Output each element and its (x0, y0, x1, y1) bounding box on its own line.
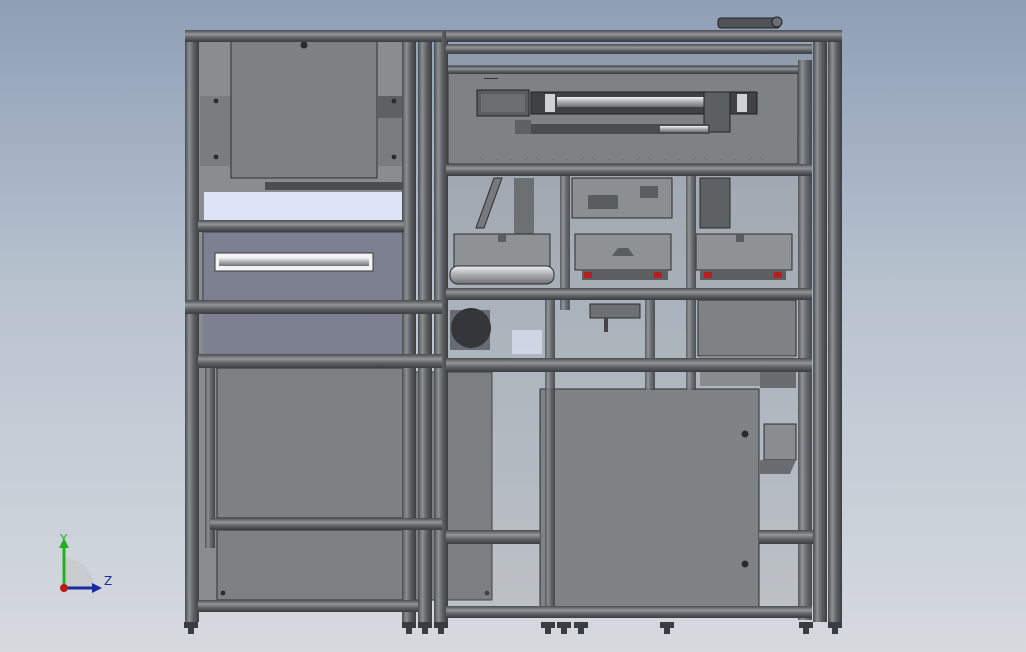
z-axis-label: Z (104, 574, 113, 588)
top-handle[interactable] (717, 17, 781, 29)
frame-post (402, 30, 416, 622)
frame-post-right (828, 30, 842, 622)
orientation-triad[interactable]: Y Z (48, 528, 128, 608)
cabinet-hinge-top (741, 430, 749, 438)
top-electrical-box (230, 31, 378, 179)
frame-base-beam-left (198, 600, 418, 612)
origin-icon (60, 584, 68, 592)
frame-base-beam-right (446, 606, 812, 618)
left-module (198, 31, 493, 601)
triad-plane (64, 558, 94, 588)
electrical-cabinet-door[interactable] (539, 388, 760, 609)
frame-post (434, 30, 448, 622)
box-lock-icon (300, 41, 308, 49)
fixture-3 (695, 233, 793, 280)
aluminum-frame (184, 30, 842, 634)
cable-chain (530, 124, 710, 134)
diagonal-brace (475, 177, 503, 229)
glass-window-lower (203, 314, 403, 354)
cabinet-hinge-bottom (741, 560, 749, 568)
y-axis-label: Y (60, 532, 68, 546)
frame-top-beam-left (185, 30, 442, 42)
frame-post-left (185, 30, 199, 622)
frame-post (813, 30, 827, 622)
lower-station-box (697, 299, 797, 357)
fixture-roller (449, 265, 555, 285)
lower-cabinet-panel (216, 367, 404, 519)
left-bracket (200, 96, 234, 166)
fixture-1 (449, 233, 555, 285)
fixture-2 (574, 233, 672, 280)
frame-mid-beam (185, 300, 442, 314)
glass-window-upper (204, 192, 402, 220)
leveling-feet (184, 622, 842, 634)
actuator-rod (557, 97, 709, 107)
frame-post (418, 30, 432, 622)
frame-top-beam-right (446, 30, 842, 42)
right-module (446, 16, 814, 609)
base-cabinet-panel (216, 529, 404, 601)
